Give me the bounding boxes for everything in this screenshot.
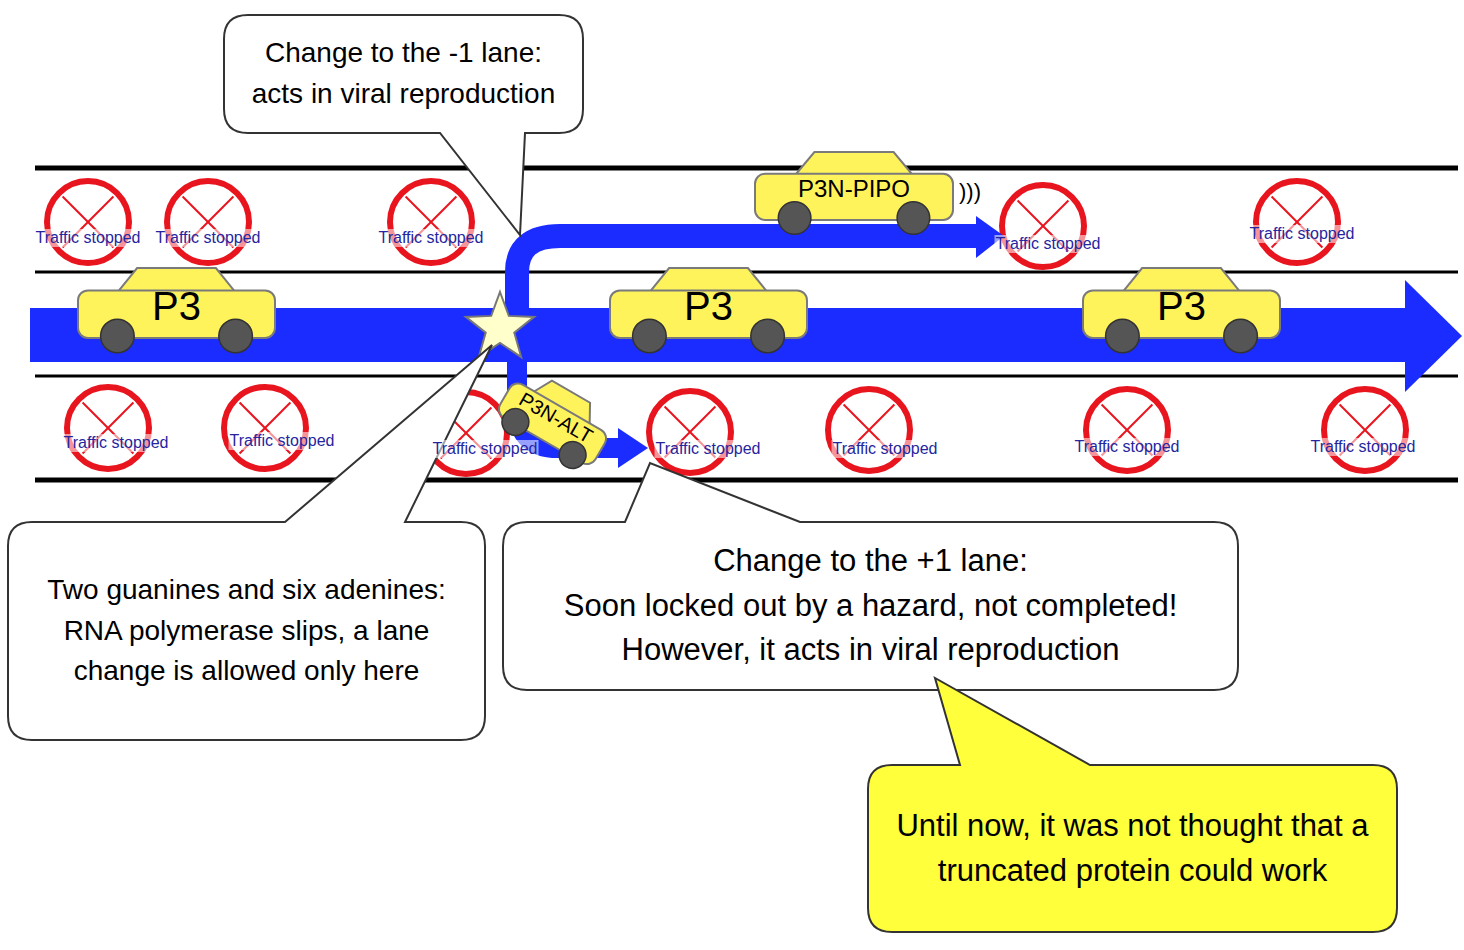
car-wheel xyxy=(751,319,785,353)
callout-text: Until now, it was not thought that a tru… xyxy=(888,804,1378,894)
speech-bubble xyxy=(868,678,1397,932)
stop-sign xyxy=(390,181,472,263)
stop-sign xyxy=(1324,389,1406,471)
car-shape xyxy=(78,268,275,353)
car-cabin xyxy=(795,152,914,176)
speech-bubble xyxy=(503,463,1238,690)
speech-bubble xyxy=(224,15,583,235)
stop-sign xyxy=(67,387,149,469)
stop-sign xyxy=(1256,181,1338,263)
car-group xyxy=(78,152,1280,478)
stop-sign xyxy=(828,389,910,471)
callout-box: Two guanines and six adenines: RNA polym… xyxy=(8,522,485,740)
protein-name: P3N-PIPO xyxy=(798,176,910,202)
slip-site-star xyxy=(466,292,534,357)
car-wheel xyxy=(778,202,811,235)
motion-marks: ))) xyxy=(959,179,981,205)
car-shape xyxy=(610,268,807,353)
road-edge xyxy=(35,166,1458,171)
speech-bubble xyxy=(8,345,492,740)
protein-name: P3 xyxy=(684,284,733,328)
callout-text: Soon locked out by a hazard, not complet… xyxy=(526,584,1216,674)
car-shape xyxy=(1083,268,1280,353)
car-wheel xyxy=(219,319,253,353)
callout-text: Change to the -1 lane: acts in viral rep… xyxy=(239,33,569,114)
callout-box: Until now, it was not thought that a tru… xyxy=(868,765,1397,932)
sign-caption: Traffic stopped xyxy=(63,434,170,452)
sign-caption: Traffic stopped xyxy=(655,440,762,458)
car-label-box: P3N-PIPO xyxy=(755,152,953,220)
car-wheel xyxy=(1224,319,1258,353)
sign-caption: Traffic stopped xyxy=(229,432,336,450)
car-shape xyxy=(490,364,619,477)
callout-text: Two guanines and six adenines: RNA polym… xyxy=(27,570,467,692)
car-shape xyxy=(755,152,953,234)
lane-line xyxy=(35,375,1458,378)
protein-name: P3 xyxy=(1157,284,1206,328)
road-edge xyxy=(35,478,1458,483)
callout-box: Change to the +1 lane:Soon locked out by… xyxy=(503,522,1238,690)
sign-caption: Traffic stopped xyxy=(1249,225,1356,243)
protein-name: P3N-ALT xyxy=(515,388,596,447)
car-wheel xyxy=(897,202,930,235)
callout-group xyxy=(8,15,1397,932)
sign-caption: Traffic stopped xyxy=(1074,438,1181,456)
arrow-head xyxy=(618,428,648,468)
sign-group xyxy=(47,181,1406,474)
callout-box: Change to the -1 lane: acts in viral rep… xyxy=(224,15,583,133)
car-wheel xyxy=(101,319,135,353)
car-label-box: P3 xyxy=(610,268,807,338)
protein-name: P3 xyxy=(152,284,201,328)
sign-caption: Traffic stopped xyxy=(35,229,142,247)
stop-sign xyxy=(224,387,306,469)
arrow-head xyxy=(1405,280,1462,392)
car-label-box: P3 xyxy=(78,268,275,338)
car-label-box: P3 xyxy=(1083,268,1280,338)
callout-text: Change to the +1 lane: xyxy=(526,539,1216,584)
sign-caption: Traffic stopped xyxy=(432,440,539,458)
stop-sign xyxy=(649,391,731,473)
stop-sign xyxy=(167,181,249,263)
stop-sign xyxy=(1086,389,1168,471)
car-wheel xyxy=(633,319,667,353)
sign-caption: Traffic stopped xyxy=(832,440,939,458)
sign-caption: Traffic stopped xyxy=(1310,438,1417,456)
sign-caption: Traffic stopped xyxy=(155,229,262,247)
sign-caption: Traffic stopped xyxy=(378,229,485,247)
stop-sign xyxy=(47,181,129,263)
car-wheel xyxy=(1106,319,1140,353)
sign-caption: Traffic stopped xyxy=(995,235,1102,253)
stop-sign xyxy=(1002,185,1084,267)
